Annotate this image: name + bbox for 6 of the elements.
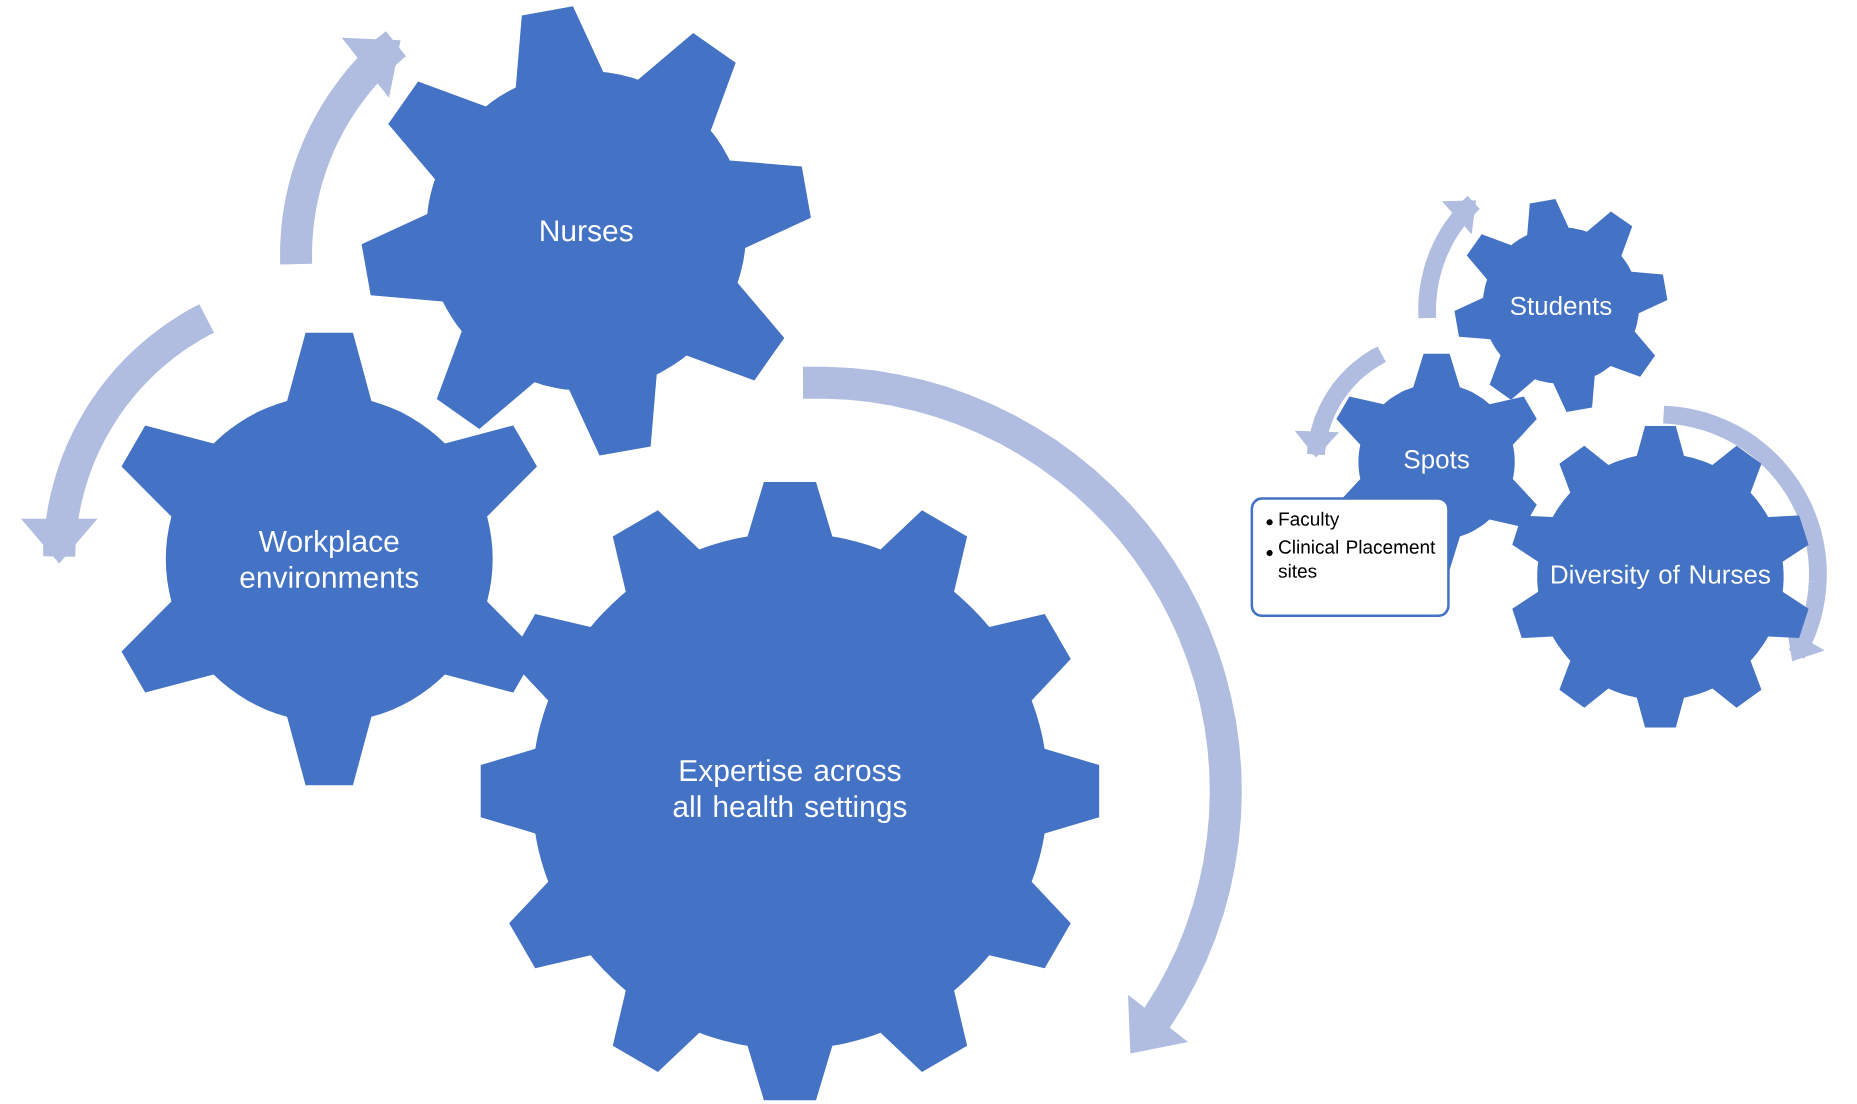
gear: Workplace environments	[121, 332, 537, 786]
callout-box: Faculty Clinical Placement sites	[1250, 497, 1450, 618]
gear: Expertise across all health settings	[480, 482, 1100, 1101]
gear: Diversity of Nurses	[1512, 426, 1809, 728]
gear: Students	[1454, 199, 1668, 413]
gear: Nurses	[361, 6, 811, 456]
